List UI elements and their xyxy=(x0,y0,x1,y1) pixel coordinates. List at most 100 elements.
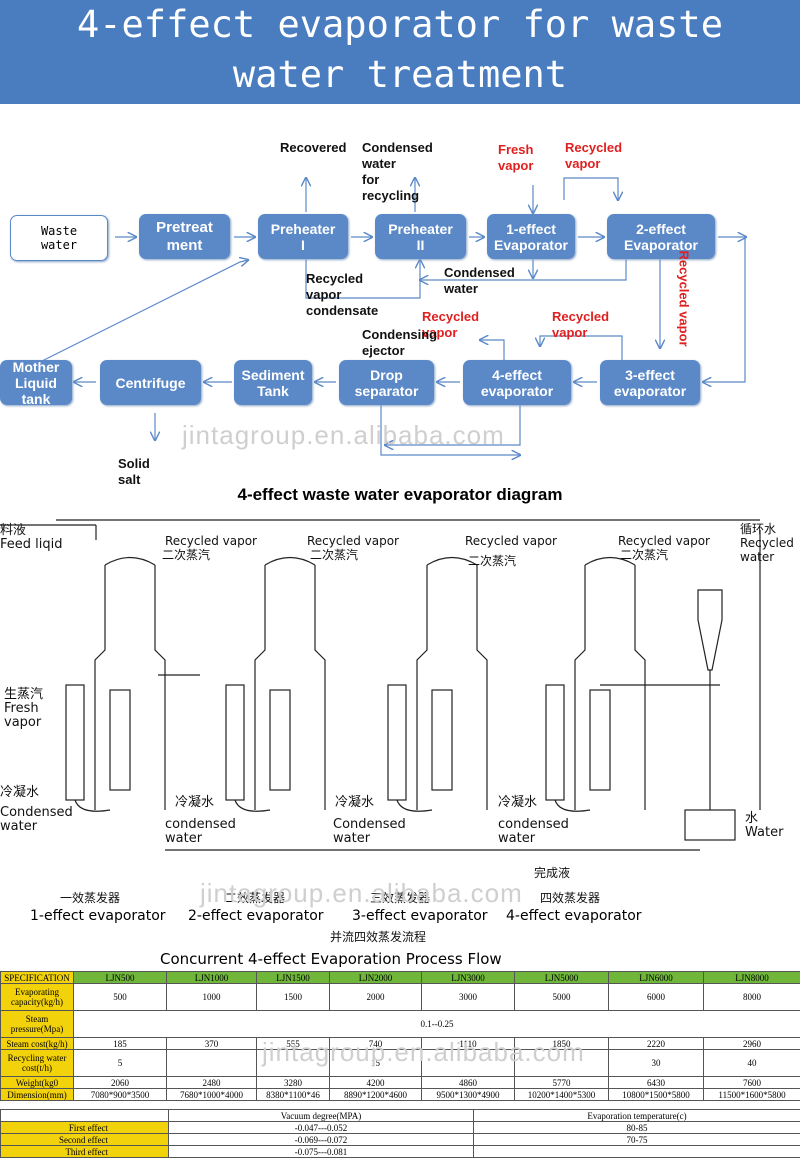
spec-row-label: Steam pressure(Mpa) xyxy=(0,1010,74,1038)
spec-header-model: LJN1000 xyxy=(166,971,257,984)
label-eff1-cn: 一效蒸发器 xyxy=(60,891,121,905)
label-condensate-2: 冷凝水 xyxy=(175,795,215,810)
spec-header-row: SPECIFICATION LJN500 LJN1000 LJN1500 LJN… xyxy=(0,971,800,984)
process-flow-title: Concurrent 4-effect Evaporation Process … xyxy=(160,950,502,968)
diagram-title: 4-effect waste water evaporator diagram xyxy=(237,485,563,504)
spec-cell: 1000 xyxy=(166,983,257,1011)
banner-line-1: 4-effect evaporator for waste xyxy=(76,3,723,46)
spec-cell: 5000 xyxy=(514,983,609,1011)
effect-3-box: 3-effect evaporator xyxy=(600,360,700,405)
spec-cell: 40 xyxy=(703,1049,800,1077)
centrifuge-box: Centrifuge xyxy=(100,360,201,405)
drop-separator-box: Drop separator xyxy=(339,360,434,405)
preheater-1-box: Preheater I xyxy=(258,214,348,259)
label-condensed-water-2: condensed water xyxy=(165,817,236,846)
label-condensed-water-4: condensed water xyxy=(498,817,569,846)
label-recycled-vapor-3: Recycled vapor xyxy=(465,534,557,548)
label-secondary-steam-4: 二次蒸汽 xyxy=(620,548,669,562)
equipment-linework xyxy=(0,519,761,851)
spec-header-model: LJN8000 xyxy=(703,971,800,984)
spec-row-label: Recycling water cost(t/h) xyxy=(0,1049,74,1077)
label-condensing-ejector: Condensing ejector xyxy=(362,327,438,358)
vacuum-header-empty xyxy=(0,1109,169,1122)
spec-cell: 10800*1500*5800 xyxy=(608,1088,704,1101)
spec-cell: 10200*1400*5300 xyxy=(514,1088,609,1101)
label-recycled-vapor-4: Recycled vapor xyxy=(618,534,710,548)
spec-header-model: LJN6000 xyxy=(608,971,704,984)
label-condensed-recycling: Condensed water for recycling xyxy=(362,140,433,203)
spec-cell: 6000 xyxy=(608,983,704,1011)
spec-cell: 5770 xyxy=(514,1076,609,1089)
spec-cell xyxy=(166,1049,257,1077)
label-fresh-steam: 生蒸汽 Fresh vapor xyxy=(4,687,44,730)
label-solid-salt: Solid salt xyxy=(118,456,150,487)
vacuum-header-row: Vacuum degree(MPA) Evaporation temperatu… xyxy=(0,1109,800,1122)
spec-cell: 9500*1300*4900 xyxy=(421,1088,515,1101)
label-eff4-cn: 四效蒸发器 xyxy=(540,891,601,905)
banner-line-2: water treatment xyxy=(232,53,568,96)
spec-cell: 7680*1000*4000 xyxy=(166,1088,257,1101)
label-finished-liquid: 完成液 xyxy=(534,866,571,880)
vacuum-row-label: Second effect xyxy=(0,1133,169,1146)
mother-liquid-tank-box: Mother Liquid tank xyxy=(0,359,72,407)
spec-row-label: Dimension(mm) xyxy=(0,1088,74,1101)
vacuum-row-third: Third effect -0.075---0.081 xyxy=(0,1145,800,1158)
label-fresh-vapor: Fresh vapor xyxy=(498,142,534,173)
spec-cell: 30 xyxy=(608,1049,704,1077)
label-recycled-vapor-top: Recycled vapor xyxy=(565,140,623,171)
vacuum-cell: -0.075---0.081 xyxy=(168,1145,474,1158)
equipment-drawing: 料液 Feed liqid Recycled vapor 二次蒸汽 Recycl… xyxy=(0,510,800,950)
spec-header-model: LJN3000 xyxy=(421,971,515,984)
label-eff3-cn: 三效蒸发器 xyxy=(370,891,431,905)
spec-cell: 8000 xyxy=(703,983,800,1011)
spec-cell: 2220 xyxy=(608,1037,704,1050)
spec-cell: 185 xyxy=(73,1037,167,1050)
label-circulating-water: 循环水 Recycled water xyxy=(740,522,794,564)
spec-cell: 2960 xyxy=(703,1037,800,1050)
label-recycled-vapor-b: Recycled vapor xyxy=(552,309,610,340)
pretreatment-box: Pretreat ment xyxy=(139,214,230,259)
flowchart-arrows xyxy=(39,110,800,470)
vacuum-table: Vacuum degree(MPA) Evaporation temperatu… xyxy=(0,1109,800,1158)
vacuum-cell: -0.069---0.072 xyxy=(168,1133,474,1146)
label-condensed-water-1: 冷凝水 xyxy=(0,785,40,800)
page-banner: 4-effect evaporator for waste water trea… xyxy=(0,0,800,104)
spec-cell: 2480 xyxy=(166,1076,257,1089)
spec-cell: 7080*900*3500 xyxy=(73,1088,167,1101)
vacuum-row-second: Second effect -0.069---0.072 70-75 xyxy=(0,1133,800,1146)
watermark-flowchart: jintagroup.en.alibaba.com xyxy=(182,420,505,450)
spec-row-label: Evaporating capacity(kg/h) xyxy=(0,983,74,1011)
spec-header-model: LJN5000 xyxy=(514,971,609,984)
spec-cell: 8380*1100*46 xyxy=(256,1088,330,1101)
label-recycled-vapor-1: Recycled vapor xyxy=(165,534,257,548)
temp-cell: 70-75 xyxy=(473,1133,800,1146)
vacuum-row-first: First effect -0.047---0.052 80-85 xyxy=(0,1121,800,1134)
spec-row-dimension: Dimension(mm) 7080*900*3500 7680*1000*40… xyxy=(0,1088,800,1101)
effect-4-box: 4-effect evaporator xyxy=(463,360,571,405)
label-secondary-steam-2: 二次蒸汽 xyxy=(310,548,359,562)
spec-cell: 500 xyxy=(73,983,167,1011)
watermark-table: jintagroup.en.alibaba.com xyxy=(262,1037,585,1067)
label-recycled-vapor-2: Recycled vapor xyxy=(307,534,399,548)
spec-row-capacity: Evaporating capacity(kg/h) 500 1000 1500… xyxy=(0,983,800,1011)
spec-cell: 11500*1600*5800 xyxy=(703,1088,800,1101)
vacuum-cell: -0.047---0.052 xyxy=(168,1121,474,1134)
label-condensed-water-1-en: Condensed water xyxy=(0,805,73,834)
label-condensate-4: 冷凝水 xyxy=(498,795,538,810)
label-process-cn: 并流四效蒸发流程 xyxy=(330,930,427,944)
label-recovered: Recovered xyxy=(280,140,347,155)
spec-cell: 3280 xyxy=(256,1076,330,1089)
spec-cell xyxy=(256,1049,330,1077)
temp-cell xyxy=(473,1145,800,1158)
label-eff1-en: 1-effect evaporator xyxy=(30,908,166,924)
spec-cell: 2060 xyxy=(73,1076,167,1089)
label-feed-liquid: 料液 Feed liqid xyxy=(0,523,63,552)
spec-row-steam-pressure: Steam pressure(Mpa) 0.1--0.25 xyxy=(0,1010,800,1038)
label-recycled-vapor-condensate: Recycled vapor condensate xyxy=(306,271,379,318)
spec-header-model: LJN2000 xyxy=(329,971,422,984)
spec-cell: 8890*1200*4600 xyxy=(329,1088,422,1101)
vacuum-row-label: First effect xyxy=(0,1121,169,1134)
effect-2-box: 2-effect Evaporator xyxy=(607,214,715,259)
spec-cell: 1500 xyxy=(256,983,330,1011)
vacuum-header-vacuum: Vacuum degree(MPA) xyxy=(168,1109,474,1122)
